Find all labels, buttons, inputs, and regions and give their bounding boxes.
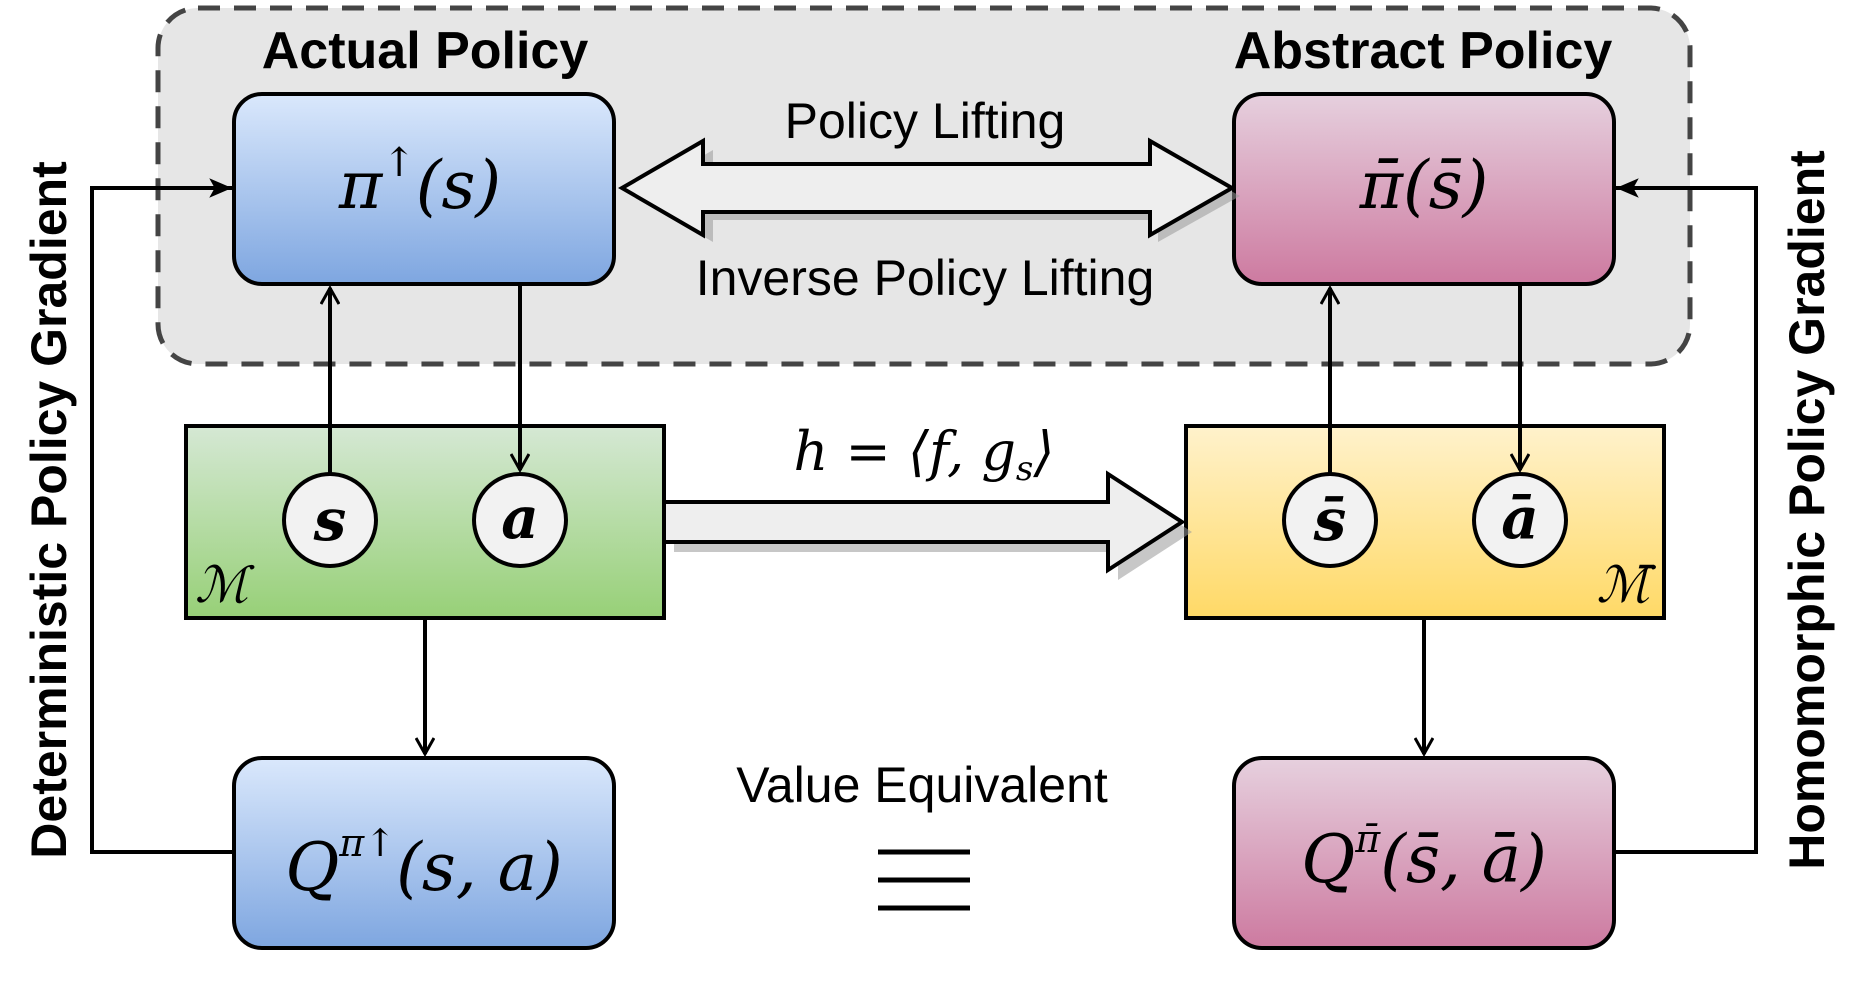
homomorphic-policy-gradient-label: Homomorphic Policy Gradient [1779, 150, 1835, 870]
policy-lifting-label: Policy Lifting [785, 93, 1066, 149]
equivalence-symbol [878, 849, 970, 911]
inverse-policy-lifting-label: Inverse Policy Lifting [696, 250, 1155, 306]
actual-policy-node: π↑(s) [232, 92, 616, 286]
svg-text:Qπ↑(s, a): Qπ↑(s, a) [285, 821, 563, 906]
svg-text:π̄(s̄): π̄(s̄) [1359, 147, 1489, 224]
deterministic-gradient-loop [90, 178, 234, 854]
abstract-policy-args: (s̄) [1403, 147, 1488, 224]
abstract-policy-title: Abstract Policy [1234, 22, 1613, 80]
abstract-q-sup: π̄ [1354, 817, 1381, 861]
abstract-mdp-label: ℳ̄ [1597, 556, 1657, 614]
homomorphism-close: ⟩ [1032, 420, 1054, 483]
action-node [472, 472, 568, 568]
svg-text:h = ⟨f, gs⟩: h = ⟨f, gs⟩ [794, 420, 1055, 489]
abstract-state-label: s̄ [1313, 486, 1347, 554]
abstract-action-label: ā [1501, 484, 1539, 552]
svg-text:π↑(s): π↑(s) [338, 140, 501, 224]
abstract-q-node: Qπ̄(s̄, ā) [1232, 756, 1616, 950]
homomorphism-label: h = ⟨f, g [794, 420, 1016, 483]
mdp-box: ℳ s a [184, 424, 666, 620]
deterministic-policy-gradient-label: Deterministic Policy Gradient [21, 161, 77, 859]
abstract-mdp-box: ℳ̄ s̄ ā [1184, 424, 1666, 620]
state-label: s [313, 486, 347, 554]
abstract-policy-node: π̄(s̄) [1232, 92, 1616, 286]
homomorphic-gradient-loop [1614, 178, 1758, 854]
abstract-policy-symbol: π̄ [1359, 147, 1405, 224]
svg-text:Qπ̄(s̄, ā): Qπ̄(s̄, ā) [1301, 817, 1547, 898]
homomorphism-subscript: s [1016, 449, 1033, 489]
actual-q-args: (s, a) [396, 829, 563, 906]
actual-policy-title: Actual Policy [262, 22, 589, 80]
actual-q-sup: π↑ [338, 821, 396, 865]
abstract-q-symbol: Q [1301, 821, 1355, 898]
actual-policy-args: (s) [416, 147, 501, 224]
actual-q-symbol: Q [285, 829, 339, 906]
actual-q-node: Qπ↑(s, a) [232, 756, 616, 950]
abstract-q-args: (s̄, ā) [1380, 821, 1547, 898]
mdp-label: ℳ [195, 556, 255, 614]
action-label: a [501, 484, 539, 552]
policy-lifting-arrow [618, 137, 1240, 242]
homomorphism-arrow [662, 470, 1192, 580]
actual-policy-symbol: π [338, 147, 384, 224]
abstract-action-node [1472, 472, 1568, 568]
actual-policy-sup: ↑ [382, 140, 416, 186]
value-equivalent-label: Value Equivalent [736, 757, 1108, 813]
